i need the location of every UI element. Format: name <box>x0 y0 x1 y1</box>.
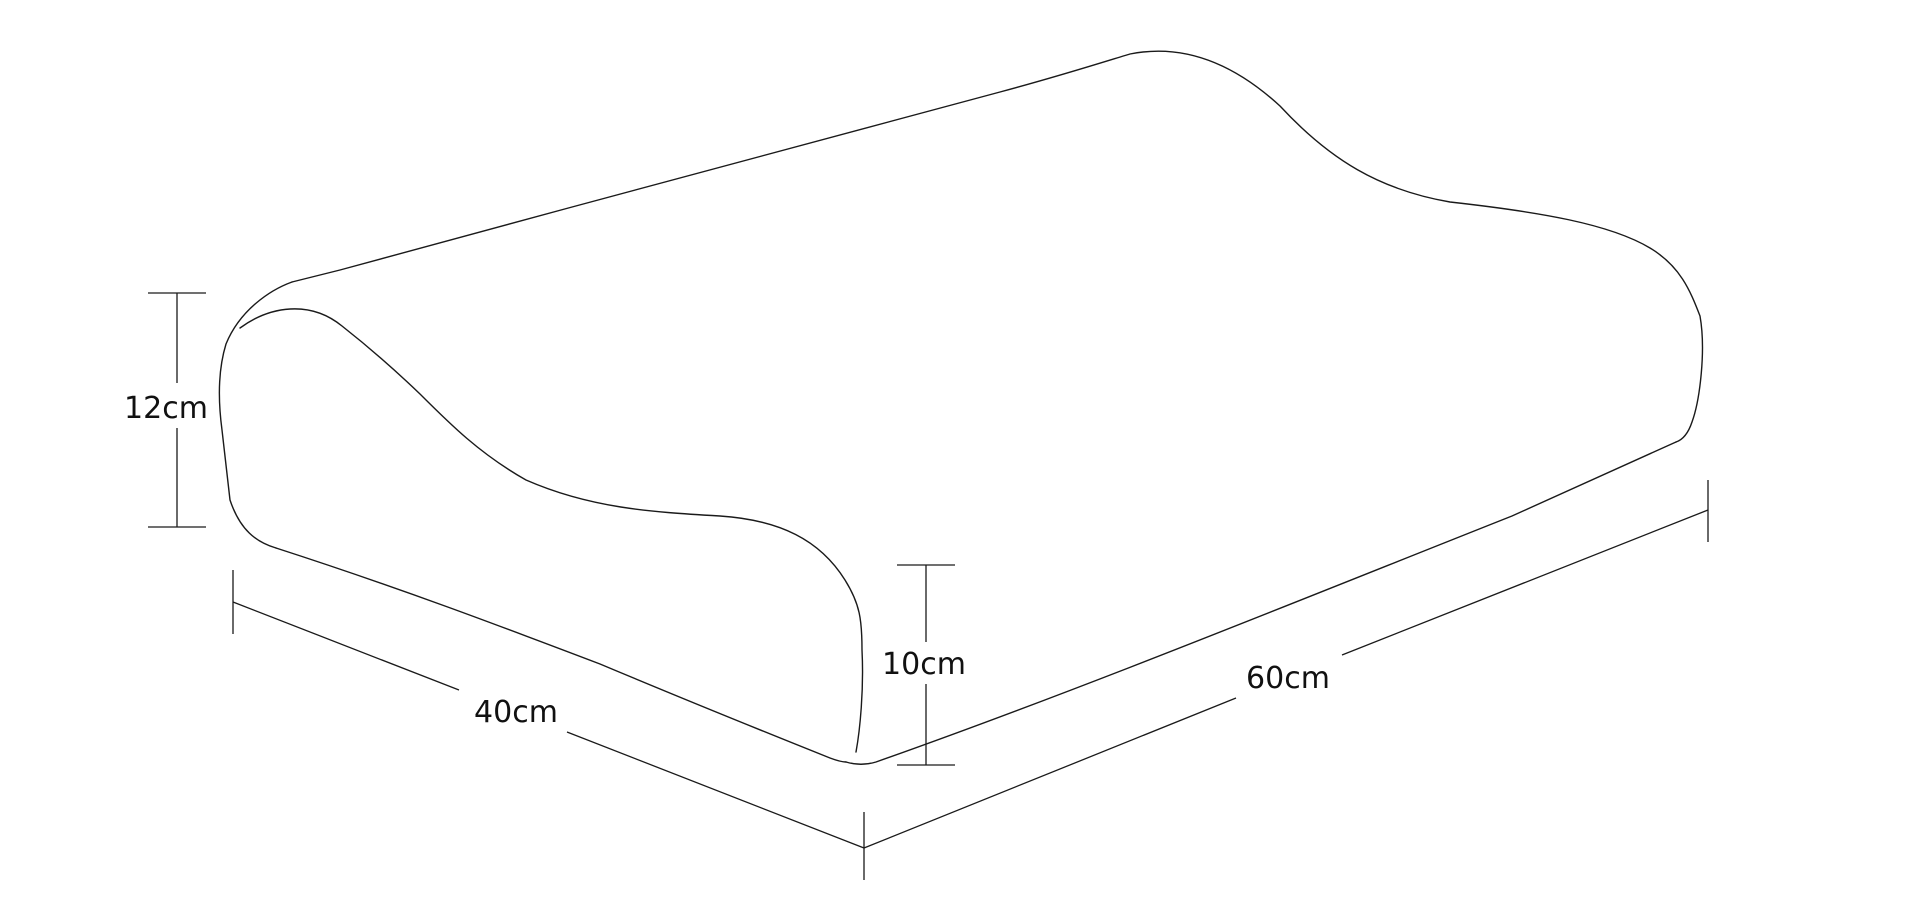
pillow-bottom-edge <box>275 547 847 763</box>
dimension-height-back: 12cm <box>124 292 208 528</box>
pillow-top-edge <box>291 50 1704 443</box>
depth-label: 40cm <box>474 695 558 730</box>
dim-line <box>566 731 865 849</box>
dimension-height-front: 10cm <box>882 564 966 766</box>
pillow-left-side <box>218 281 293 549</box>
dimension-depth: 40cm <box>232 570 865 880</box>
dim-line <box>1341 509 1709 656</box>
pillow-outline <box>218 50 1704 765</box>
height-front-label: 10cm <box>882 647 966 682</box>
dimension-length: 60cm <box>863 480 1709 849</box>
height-back-label: 12cm <box>124 391 208 426</box>
length-label: 60cm <box>1246 661 1330 696</box>
pillow-wave-contour <box>239 308 864 753</box>
dim-line <box>232 601 460 691</box>
dim-line <box>863 697 1237 849</box>
pillow-right-edge <box>845 441 1677 765</box>
